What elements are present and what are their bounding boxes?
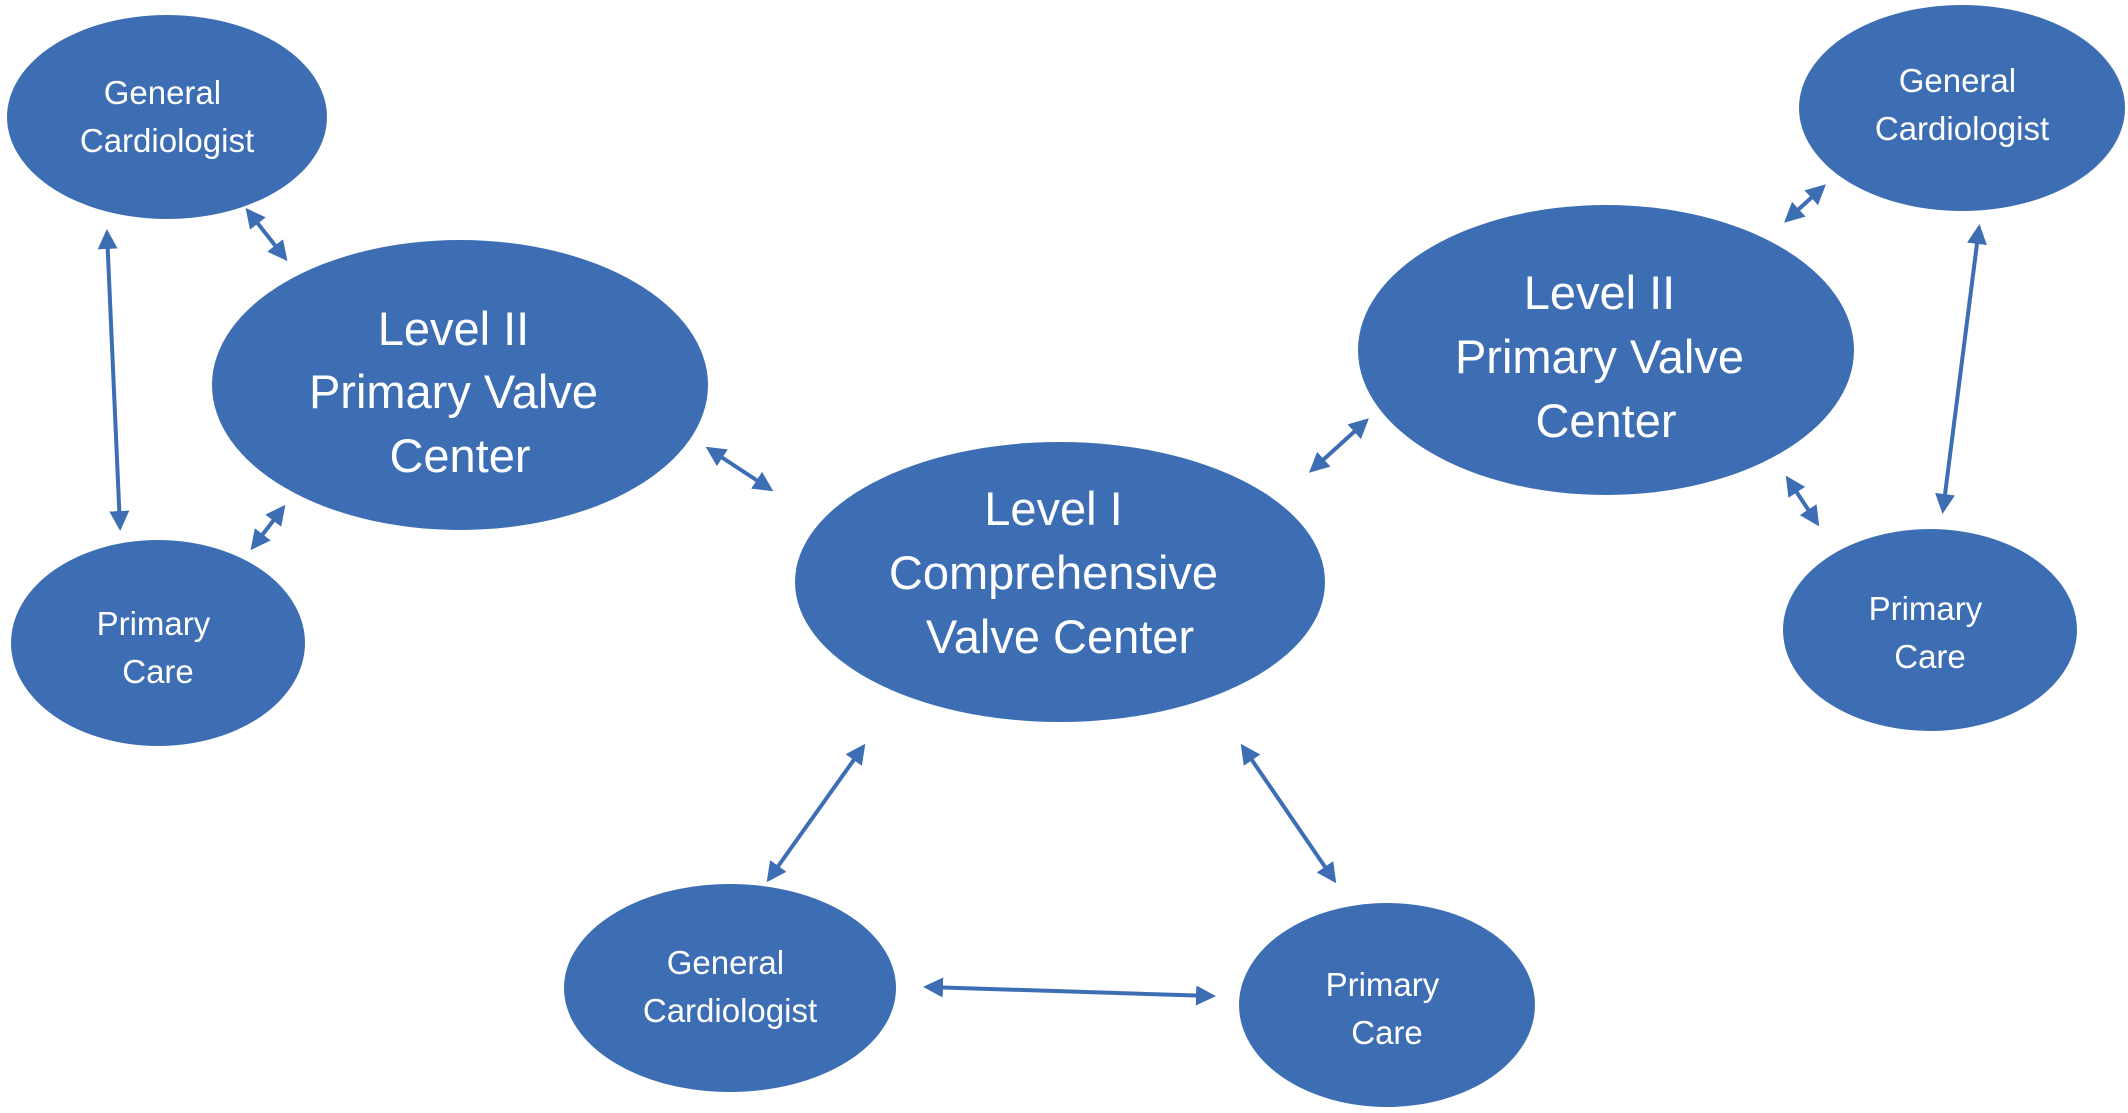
node-general-cardiologist-top-right-label: General Cardiologist (1875, 62, 2049, 147)
edge-general-cardiologist-bottom-to-primary-care-bottom (923, 977, 1216, 1006)
edge-level1-to-primary-care-bottom (1240, 743, 1337, 884)
node-general-cardiologist-bottom: General Cardiologist (564, 884, 896, 1092)
node-level2-right-primary-valve-center: Level II Primary Valve Center (1358, 205, 1854, 495)
node-general-cardiologist-top-left-label: General Cardiologist (80, 74, 254, 159)
node-primary-care-left-shape (11, 540, 305, 746)
node-primary-care-bottom-line-2: Care (1351, 1014, 1423, 1051)
node-level1-line-2: Comprehensive (889, 546, 1218, 599)
node-primary-care-right-line-1: Primary (1869, 590, 1983, 627)
node-primary-care-bottom: Primary Care (1239, 903, 1535, 1107)
node-level2-left-primary-valve-center: Level II Primary Valve Center (212, 240, 708, 530)
edge-general-cardiologist-top-right-to-level2-right (1784, 184, 1826, 223)
node-general-cardiologist-bottom-line-1: General (667, 944, 784, 981)
node-primary-care-right-line-2: Care (1894, 638, 1966, 675)
node-level2-left-line-2: Primary Valve (309, 365, 598, 418)
node-level2-right-line-2: Primary Valve (1455, 330, 1744, 383)
node-primary-care-left: Primary Care (11, 540, 305, 746)
node-general-cardiologist-top-right-line-1: General (1899, 62, 2016, 99)
node-level2-left-line-1: Level II (378, 302, 530, 355)
node-general-cardiologist-top-left: General Cardiologist (7, 15, 327, 219)
node-level1-line-1: Level I (984, 482, 1122, 535)
node-primary-care-right-label: Primary Care (1869, 590, 1992, 675)
node-level2-right-shape (1358, 205, 1854, 495)
node-general-cardiologist-top-right-shape (1799, 5, 2125, 211)
node-level1-shape (795, 442, 1325, 722)
edge-general-cardiologist-top-right-to-primary-care-right (1935, 224, 1987, 514)
node-general-cardiologist-bottom-line-2: Cardiologist (643, 992, 817, 1029)
node-general-cardiologist-bottom-label: General Cardiologist (643, 944, 817, 1029)
edge-general-cardiologist-top-left-to-primary-care-left (97, 229, 130, 531)
edge-level2-left-to-level1 (705, 446, 774, 492)
node-level1-line-3: Valve Center (926, 610, 1194, 663)
node-level2-right-line-3: Center (1535, 394, 1676, 447)
node-primary-care-left-line-1: Primary (97, 605, 211, 642)
node-general-cardiologist-top-right: General Cardiologist (1799, 5, 2125, 211)
node-level2-right-label: Level II Primary Valve Center (1455, 266, 1757, 447)
node-level2-right-line-1: Level II (1524, 266, 1676, 319)
edge-general-cardiologist-top-left-to-level2-left (245, 207, 288, 262)
node-primary-care-left-line-2: Care (122, 653, 194, 690)
node-level1-comprehensive-valve-center: Level I Comprehensive Valve Center (795, 442, 1325, 722)
edge-level2-right-to-level1 (1309, 418, 1369, 473)
node-level2-left-shape (212, 240, 708, 530)
node-primary-care-bottom-line-1: Primary (1326, 966, 1440, 1003)
node-primary-care-bottom-shape (1239, 903, 1535, 1107)
edges-layer (97, 184, 1987, 1006)
node-primary-care-right-shape (1783, 529, 2077, 731)
node-primary-care-bottom-label: Primary Care (1326, 966, 1449, 1051)
node-level2-left-label: Level II Primary Valve Center (309, 302, 611, 482)
node-primary-care-left-label: Primary Care (97, 605, 220, 690)
node-general-cardiologist-top-right-line-2: Cardiologist (1875, 110, 2049, 147)
node-general-cardiologist-top-left-shape (7, 15, 327, 219)
edge-primary-care-left-to-level2-left (250, 504, 286, 551)
node-general-cardiologist-bottom-shape (564, 884, 896, 1092)
edge-primary-care-right-to-level2-right (1785, 475, 1820, 527)
node-primary-care-right: Primary Care (1783, 529, 2077, 731)
node-general-cardiologist-top-left-line-2: Cardiologist (80, 122, 254, 159)
node-general-cardiologist-top-left-line-1: General (104, 74, 221, 111)
edge-level1-to-general-cardiologist-bottom (766, 743, 866, 883)
node-level2-left-line-3: Center (389, 429, 530, 482)
nodes-layer: Level I Comprehensive Valve Center Level… (7, 5, 2125, 1107)
node-level1-label: Level I Comprehensive Valve Center (889, 482, 1231, 663)
